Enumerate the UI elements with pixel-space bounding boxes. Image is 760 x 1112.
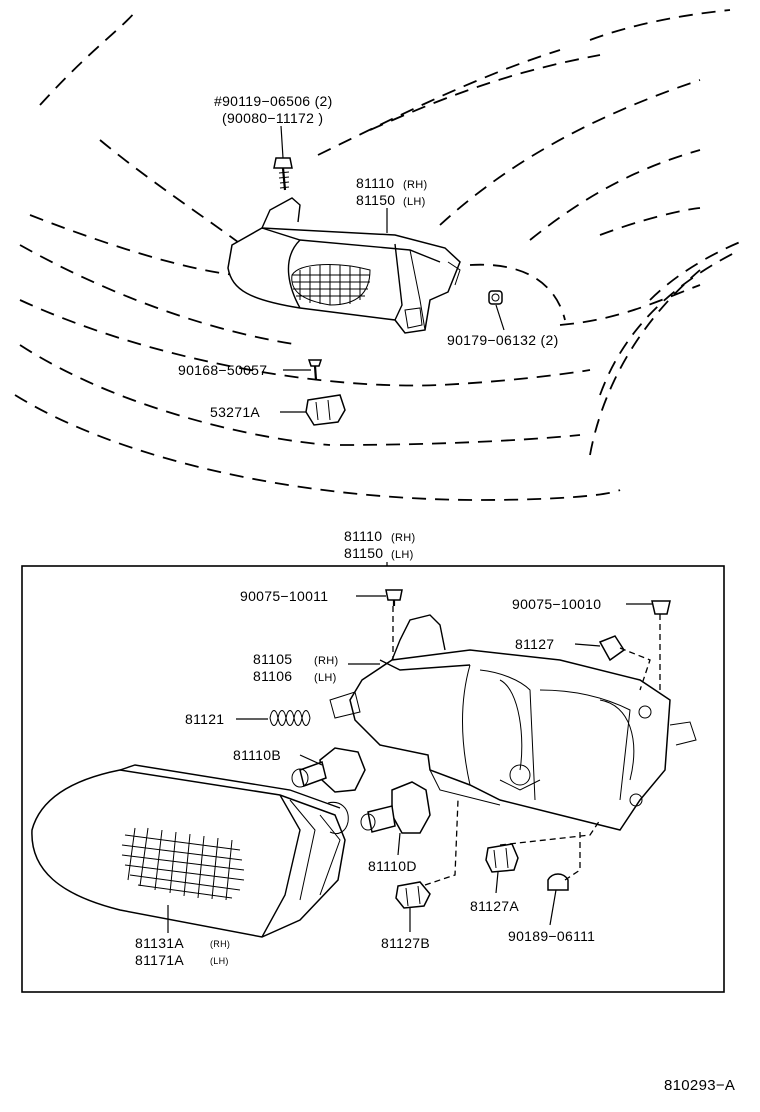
bolt-alt-part-number: (90080−11172 ) <box>222 110 323 126</box>
assembly-top-rh-number: 81110 <box>356 175 394 191</box>
assembly-box-rh-side: (RH) <box>391 532 415 544</box>
assembly-box-rh-number: 81110 <box>344 528 382 544</box>
housing-rh-number: 81105 <box>253 651 292 667</box>
screw-left-part-number: 90075−10011 <box>240 588 328 604</box>
exploded-view-frame <box>21 565 725 993</box>
bulb-d-part-number: 81110D <box>368 858 417 874</box>
assembly-box-lh-side: (LH) <box>391 549 414 561</box>
assembly-top-lh-side: (LH) <box>403 196 426 208</box>
socket-b-part-number: 81127B <box>381 935 430 951</box>
nut-icon[interactable] <box>488 290 503 305</box>
spring-part-number: 81121 <box>185 711 224 727</box>
screw-left-icon[interactable] <box>385 589 403 606</box>
clip-90189-icon[interactable] <box>547 873 569 891</box>
bolt-icon[interactable] <box>273 157 293 191</box>
bulb-b-part-number: 81110B <box>233 747 281 763</box>
screw-icon[interactable] <box>307 359 323 381</box>
screw-top-part-number: 90168−50057 <box>178 362 267 378</box>
clip-part-number: 53271A <box>210 404 260 420</box>
lens-rh-number: 81131A <box>135 935 184 951</box>
assembly-top-lh-number: 81150 <box>356 192 395 208</box>
screw-right-part-number: 90075−10010 <box>512 596 601 612</box>
socket-a-icon[interactable] <box>485 843 519 873</box>
spring-icon[interactable] <box>269 710 311 726</box>
socket-b-icon[interactable] <box>395 881 431 909</box>
assembly-box-lh-number: 81150 <box>344 545 383 561</box>
headlamp-lens[interactable] <box>31 764 349 938</box>
bulb-b-icon[interactable] <box>291 747 366 793</box>
socket-a-part-number: 81127A <box>470 898 519 914</box>
clip-icon[interactable] <box>305 394 346 426</box>
housing-lh-side: (LH) <box>314 672 337 684</box>
bolt-part-number: #90119−06506 (2) <box>214 93 333 109</box>
housing-rh-side: (RH) <box>314 655 338 667</box>
nut-part-number: 90179−06132 (2) <box>447 332 559 348</box>
clip-90189-part-number: 90189−06111 <box>508 928 595 944</box>
assembly-top-rh-side: (RH) <box>403 179 427 191</box>
housing-lh-number: 81106 <box>253 668 292 684</box>
bulb-d-icon[interactable] <box>360 781 431 834</box>
lens-lh-number: 81171A <box>135 952 184 968</box>
diagram-reference-code: 810293−A <box>664 1077 735 1094</box>
screw-right-icon[interactable] <box>651 600 671 615</box>
lens-rh-side: (RH) <box>210 939 230 949</box>
lens-lh-side: (LH) <box>210 956 229 966</box>
headlamp-lens-grid-top <box>291 264 371 306</box>
headlamp-housing[interactable] <box>329 614 697 831</box>
headlamp-lens-grid <box>121 827 245 901</box>
cap-part-number: 81127 <box>515 636 554 652</box>
headlamp-assembly-top[interactable] <box>227 197 461 334</box>
